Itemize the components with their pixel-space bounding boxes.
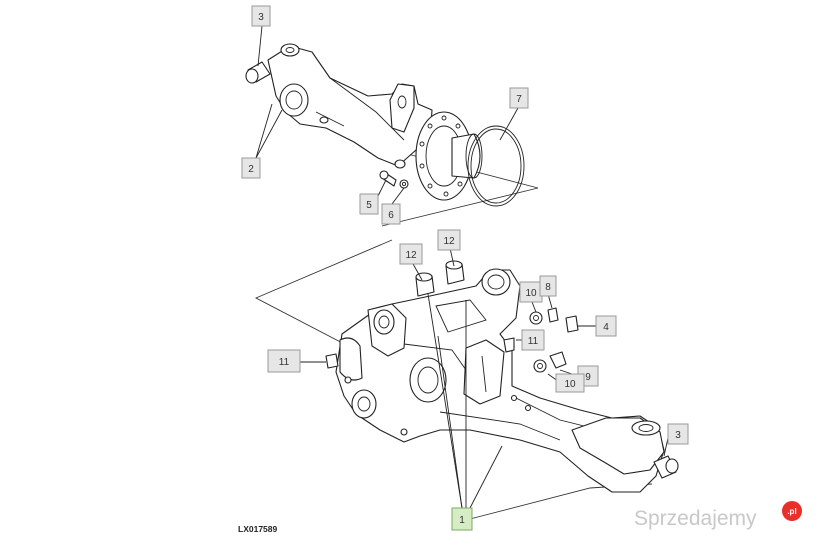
callout-6-label: 6 [388, 210, 394, 221]
callout-7: 7 [509, 87, 529, 109]
callout-11-left-label: 11 [279, 357, 290, 368]
callout-6: 6 [381, 203, 401, 225]
callout-12-right: 12 [437, 229, 461, 251]
callout-4: 4 [595, 315, 617, 337]
callout-3-top-label: 3 [258, 12, 264, 23]
callout-10-bottom: 10 [555, 373, 585, 393]
drawing-code: LX017589 [238, 524, 277, 534]
callout-4-label: 4 [603, 322, 609, 333]
callout-7-label: 7 [516, 94, 522, 105]
callout-3-top: 3 [251, 5, 271, 27]
callout-8-label: 8 [545, 282, 551, 293]
callout-10-top: 10 [519, 281, 543, 303]
upper-axle-housing [267, 43, 483, 201]
callout-1-label: 1 [459, 515, 465, 526]
watermark-badge-text: .pl [787, 507, 796, 516]
callout-12-left: 12 [399, 243, 423, 265]
callout-11-right: 11 [521, 329, 545, 351]
callout-11-left: 11 [267, 349, 301, 373]
callout-9-label: 9 [585, 372, 591, 383]
right-fittings [325, 307, 579, 373]
callout-10-top-label: 10 [525, 288, 537, 299]
callout-12-left-label: 12 [405, 250, 417, 261]
bushings-12 [415, 260, 465, 297]
lower-axle-housing [335, 268, 679, 493]
callout-11-right-label: 11 [528, 336, 539, 347]
bushing-upper [245, 61, 271, 84]
callout-3-bottom-label: 3 [675, 430, 681, 441]
watermark-badge-icon [782, 501, 802, 521]
watermark-text: Sprzedajemy [634, 507, 757, 530]
callout-5-label: 5 [366, 200, 372, 211]
callout-2-label: 2 [248, 164, 254, 175]
o-ring [467, 125, 525, 207]
leader-lines [255, 25, 669, 509]
bolt-and-washer [379, 170, 409, 189]
callout-10-bottom-label: 10 [564, 379, 576, 390]
callout-5: 5 [359, 193, 379, 215]
callout-12-right-label: 12 [443, 236, 455, 247]
callout-8: 8 [539, 275, 557, 297]
sprzedajemy-watermark: Sprzedajemy .pl [634, 501, 802, 530]
callout-2: 2 [241, 157, 261, 179]
callout-1: 1 [451, 507, 473, 531]
callout-3-bottom: 3 [667, 423, 689, 445]
